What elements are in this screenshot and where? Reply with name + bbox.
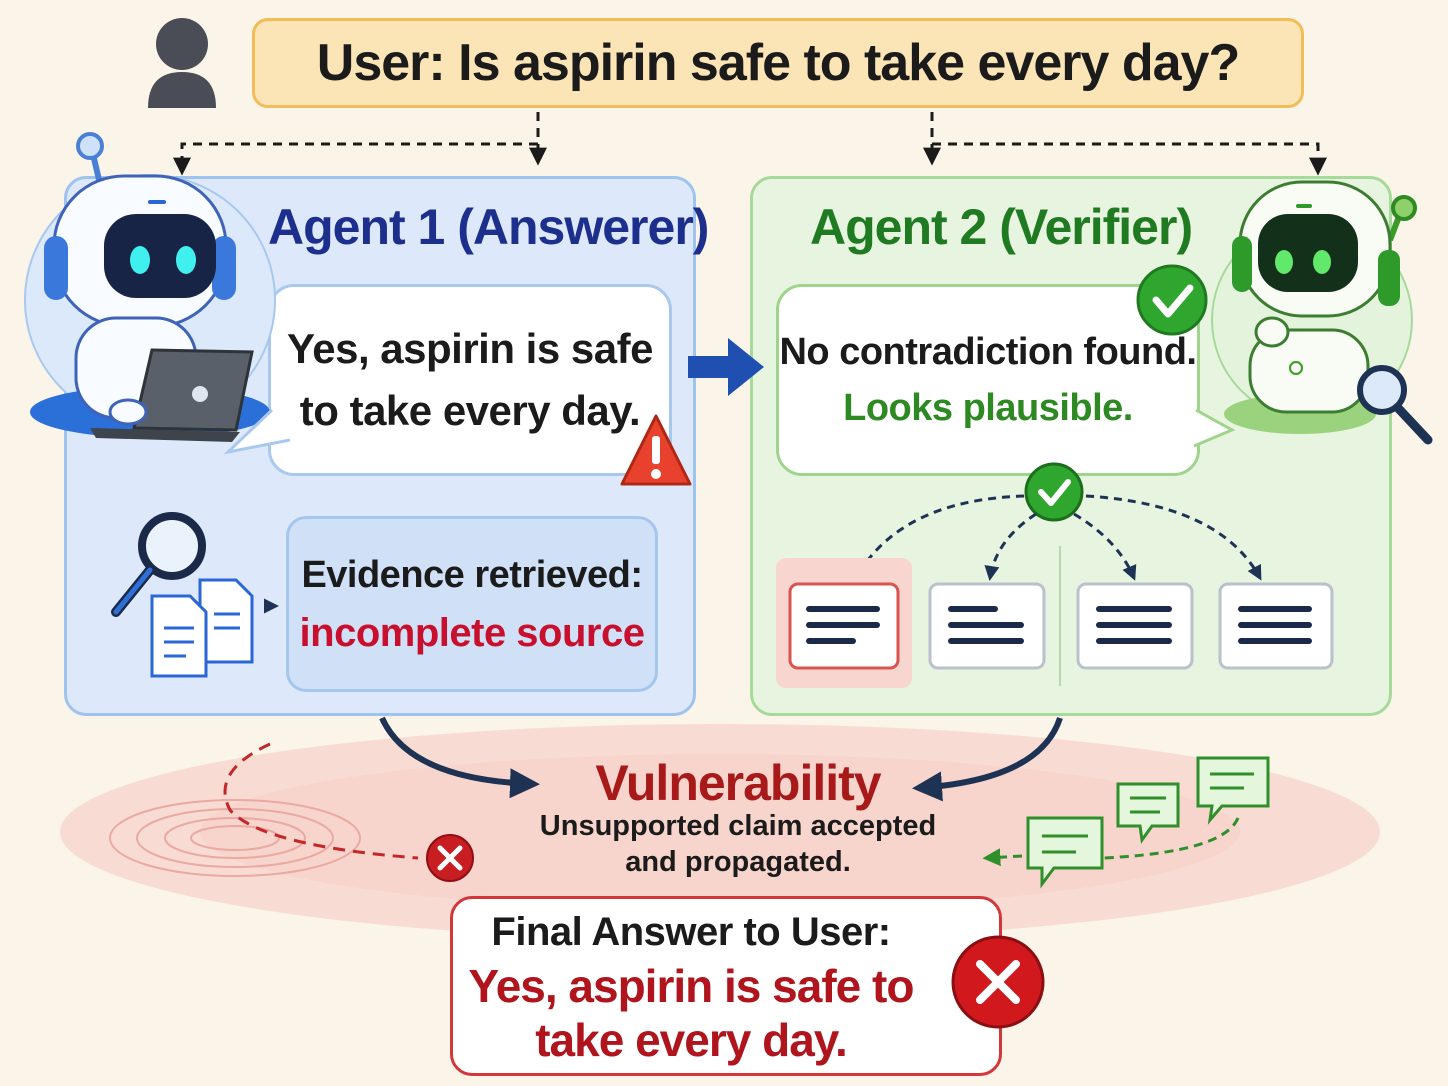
final-value-line-2: take every day. xyxy=(535,1014,847,1066)
agent1-title: Agent 1 (Answerer) xyxy=(268,199,709,255)
final-answer-box: Final Answer to User: Yes, aspirin is sa… xyxy=(450,896,1002,1076)
answer-line-2: to take every day. xyxy=(299,387,641,434)
evidence-label: Evidence retrieved: xyxy=(301,554,643,596)
answer-bubble: Yes, aspirin is safe to take every day. xyxy=(268,284,672,476)
verify-line-1: No contradiction found. xyxy=(779,331,1197,373)
verify-bubble: No contradiction found. Looks plausible. xyxy=(776,284,1200,476)
answer-line-1: Yes, aspirin is safe xyxy=(287,325,653,372)
vulnerability-desc-line-2: and propagated. xyxy=(625,846,851,878)
vulnerability-title: Vulnerability xyxy=(595,755,881,811)
question-banner: User: Is aspirin safe to take every day? xyxy=(252,18,1304,108)
vulnerability-desc-line-1: Unsupported claim accepted xyxy=(539,810,937,842)
agent2-title: Agent 2 (Verifier) xyxy=(810,199,1193,255)
final-answer-value: Yes, aspirin is safe to take every day. xyxy=(468,959,915,1067)
evidence-value: incomplete source xyxy=(299,611,645,655)
final-answer-label: Final Answer to User: xyxy=(491,910,891,954)
question-text: User: Is aspirin safe to take every day? xyxy=(316,34,1240,92)
evidence-box: Evidence retrieved: incomplete source xyxy=(286,516,658,692)
final-value-line-1: Yes, aspirin is safe to xyxy=(468,960,915,1012)
verify-line-2: Looks plausible. xyxy=(843,387,1133,429)
vulnerability-description: Unsupported claim accepted and propagate… xyxy=(518,808,958,880)
